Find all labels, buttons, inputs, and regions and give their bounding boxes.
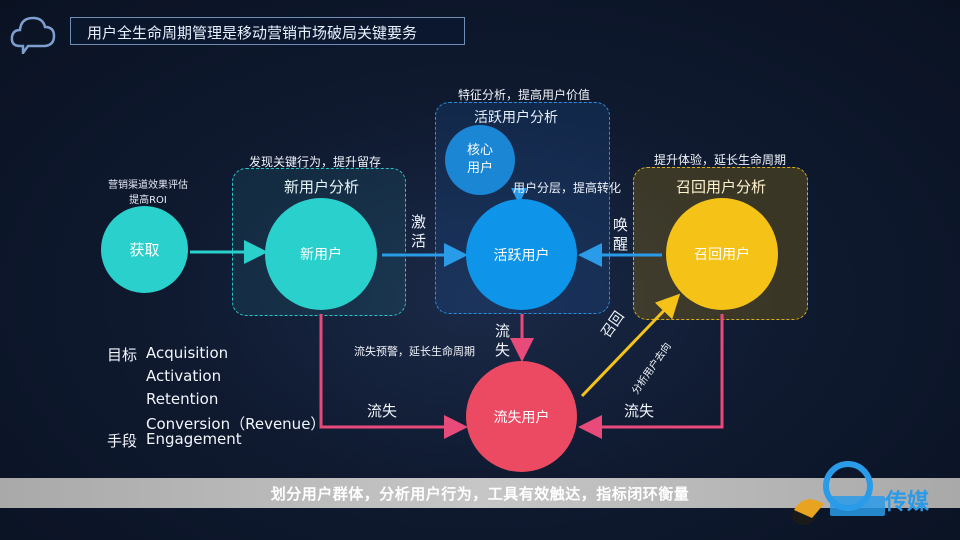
recall-top-note: 提升体验，延长生命周期 bbox=[654, 153, 787, 167]
core-user-circle: 核心 用户 bbox=[445, 125, 515, 195]
core-user-line2: 用户 bbox=[466, 161, 493, 176]
recall-panel-title: 召回用户分析 bbox=[676, 178, 767, 196]
legend-item-retention: Retention bbox=[146, 390, 219, 408]
acquire-note: 营销渠道效果评估 提高ROI bbox=[108, 178, 188, 208]
churn-vertical-label: 流 失 bbox=[495, 322, 510, 360]
churn-user-circle: 流失用户 bbox=[466, 361, 577, 472]
arrow-new-to-churn bbox=[319, 314, 468, 439]
churn-v-char2: 失 bbox=[495, 341, 511, 359]
activate-char2: 活 bbox=[411, 232, 427, 250]
new-user-label: 新用户 bbox=[300, 247, 342, 263]
acquire-note-line1: 营销渠道效果评估 bbox=[108, 180, 188, 191]
media-logo: 传媒 bbox=[790, 458, 955, 533]
logo-emblem-icon bbox=[792, 461, 885, 525]
churn-warn-note: 流失预警，延长生命周期 bbox=[354, 345, 475, 358]
legend-item-engagement: Engagement bbox=[146, 430, 242, 448]
recall-user-label: 召回用户 bbox=[694, 247, 750, 263]
legend-goal-label: 目标 bbox=[107, 346, 138, 364]
churn-v-char1: 流 bbox=[495, 322, 511, 340]
acquire-note-line2: 提高ROI bbox=[129, 195, 167, 206]
churn-right-label: 流失 bbox=[624, 402, 655, 420]
activate-char1: 激 bbox=[411, 213, 427, 231]
logo-text: 传媒 bbox=[885, 490, 930, 515]
recall-user-circle: 召回用户 bbox=[666, 198, 778, 310]
active-panel-title: 活跃用户分析 bbox=[474, 110, 558, 126]
title-box: 用户全生命周期管理是移动营销市场破局关键要务 bbox=[70, 17, 465, 45]
arrow-churn-to-recall bbox=[580, 293, 681, 398]
acquire-label: 获取 bbox=[129, 241, 160, 259]
new-user-panel-title: 新用户分析 bbox=[284, 178, 360, 196]
active-user-label: 活跃用户 bbox=[493, 247, 550, 264]
page-title: 用户全生命周期管理是移动营销市场破局关键要务 bbox=[87, 24, 418, 42]
active-user-circle: 活跃用户 bbox=[466, 199, 577, 310]
new-user-top-note: 发现关键行为，提升留存 bbox=[249, 155, 382, 169]
cloud-icon bbox=[8, 8, 58, 58]
churn-user-label: 流失用户 bbox=[493, 409, 550, 426]
churn-left-label: 流失 bbox=[367, 402, 398, 420]
acquire-circle: 获取 bbox=[101, 206, 188, 293]
core-user-line1: 核心 bbox=[466, 143, 493, 158]
legend-item-conversion: Conversion（Revenue） bbox=[146, 415, 326, 433]
legend-item-activation: Activation bbox=[146, 367, 222, 385]
active-top-note: 特征分析，提高用户价值 bbox=[458, 88, 591, 102]
wake-char2: 醒 bbox=[613, 235, 629, 253]
legend-means-label: 手段 bbox=[107, 432, 138, 450]
legend-item-acquisition: Acquisition bbox=[146, 344, 229, 362]
segment-note: 用户分层，提高转化 bbox=[513, 181, 622, 195]
arrow-recall-to-churn bbox=[578, 314, 724, 439]
wake-char1: 唤 bbox=[613, 216, 629, 234]
new-user-circle: 新用户 bbox=[265, 198, 377, 310]
footer-text: 划分用户群体，分析用户行为，工具有效触达，指标闭环衡量 bbox=[270, 484, 690, 503]
activate-label: 激 活 bbox=[411, 213, 426, 251]
wake-label: 唤 醒 bbox=[613, 216, 628, 254]
